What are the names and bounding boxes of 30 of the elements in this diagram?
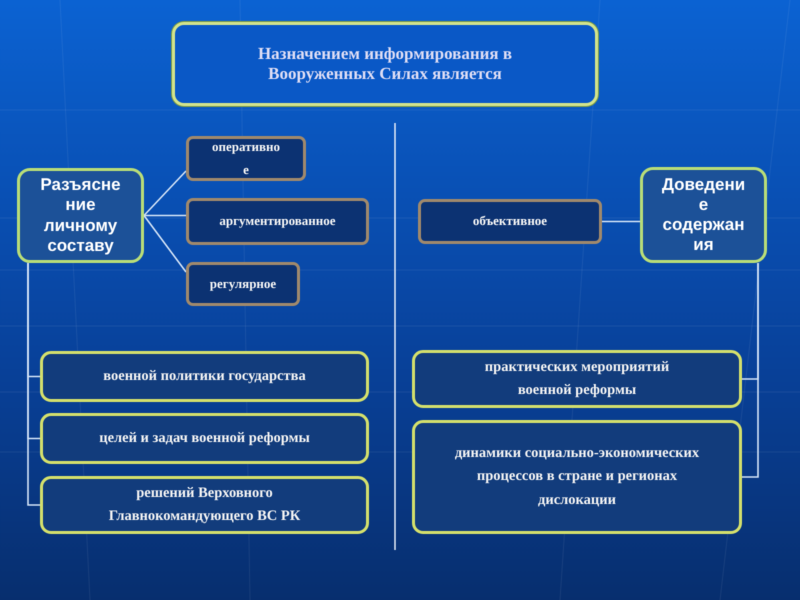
topic-box xyxy=(640,167,767,263)
subject-label: динамики социально-экономических процессов в стране и регионах дислокации xyxy=(454,444,700,510)
attribute-box xyxy=(418,199,602,244)
attribute-box xyxy=(186,262,300,306)
subject-box xyxy=(40,351,369,402)
statement-box xyxy=(172,22,598,106)
subject-label: практических мероприятий военной реформы xyxy=(484,358,670,400)
subject-label: целей и задач военной реформы xyxy=(99,428,310,448)
connector-line xyxy=(144,214,186,216)
topic-box xyxy=(17,168,144,263)
attribute-box xyxy=(186,198,369,245)
attribute-label: регулярное xyxy=(210,274,276,293)
subject-label: военной политики государства xyxy=(103,366,306,386)
statement-text: Назначением информирования в Вооруженных Силах является xyxy=(256,44,514,84)
subject-box xyxy=(412,420,742,534)
connector-line xyxy=(143,215,187,272)
attribute-box xyxy=(186,136,306,181)
connector-line xyxy=(27,263,40,506)
subject-box xyxy=(40,413,369,464)
connector-line xyxy=(143,170,187,216)
subject-box xyxy=(40,476,369,534)
topic-label: Доведени е содержан ия xyxy=(662,174,746,256)
subject-box xyxy=(412,350,742,408)
attribute-label: оперативно е xyxy=(212,138,280,178)
attribute-label: аргументированное xyxy=(219,212,336,230)
topic-label: Разъясне ние личному составу xyxy=(40,175,121,256)
attribute-label: объективное xyxy=(472,212,548,230)
subject-label: решений Верховного Главнокомандующего ВС РК xyxy=(108,484,302,526)
connector-line xyxy=(742,263,759,478)
connector-line xyxy=(602,220,640,222)
